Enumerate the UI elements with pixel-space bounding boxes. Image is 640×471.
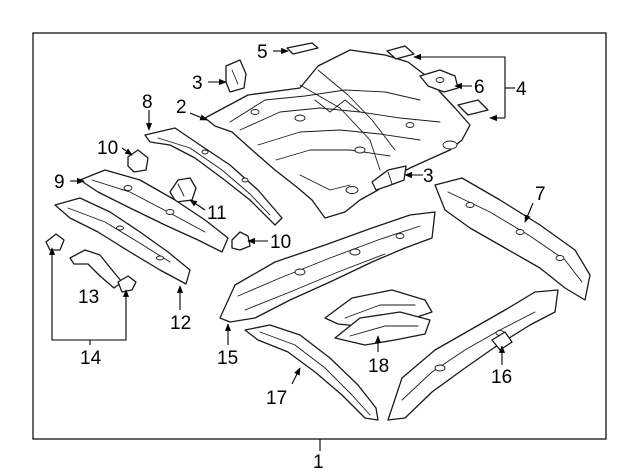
part-8-rail	[144, 127, 283, 226]
callout-12: 12	[170, 313, 191, 334]
callout-3-upper: 3	[192, 73, 203, 94]
callout-11: 11	[207, 203, 227, 224]
part-5-plate	[286, 42, 319, 55]
callout-8: 8	[142, 92, 153, 113]
callout-2: 2	[176, 97, 187, 118]
leader-lines	[48, 47, 534, 385]
part-3b-bracket	[371, 165, 407, 191]
part-18-brace	[324, 289, 433, 346]
part-17-rail	[244, 324, 379, 421]
callout-7: 7	[535, 184, 546, 205]
part-9-member	[79, 169, 229, 253]
part-10a-bracket	[127, 149, 149, 173]
part-12-member	[54, 197, 191, 285]
callout-5: 5	[257, 42, 268, 63]
rear-floor-pan	[204, 49, 471, 219]
part-10b-bracket	[231, 231, 251, 251]
callout-9: 9	[54, 172, 65, 193]
callout-18: 18	[368, 356, 389, 377]
part-7-side-rail	[434, 177, 591, 301]
callout-3-lower: 3	[423, 166, 434, 187]
part-15-crossmember	[219, 211, 436, 323]
callout-10-upper: 10	[97, 138, 118, 159]
callout-10-lower: 10	[270, 232, 291, 253]
callout-16: 16	[491, 367, 512, 388]
part-16-side-rail	[387, 289, 559, 421]
part-13-brace	[69, 249, 123, 289]
part-3a-bracket	[225, 59, 247, 93]
callout-1: 1	[313, 452, 324, 471]
callout-6: 6	[474, 77, 485, 98]
part-11-bracket	[169, 177, 197, 203]
callout-15: 15	[217, 348, 238, 369]
callout-14: 14	[80, 348, 102, 369]
callout-17: 17	[266, 388, 287, 409]
callout-13: 13	[78, 287, 99, 308]
callout-4: 4	[516, 79, 527, 100]
callout-labels: 1 2 3 3 4 5 6 7 8 9 10 10 11 12 13 14 15…	[54, 42, 546, 471]
